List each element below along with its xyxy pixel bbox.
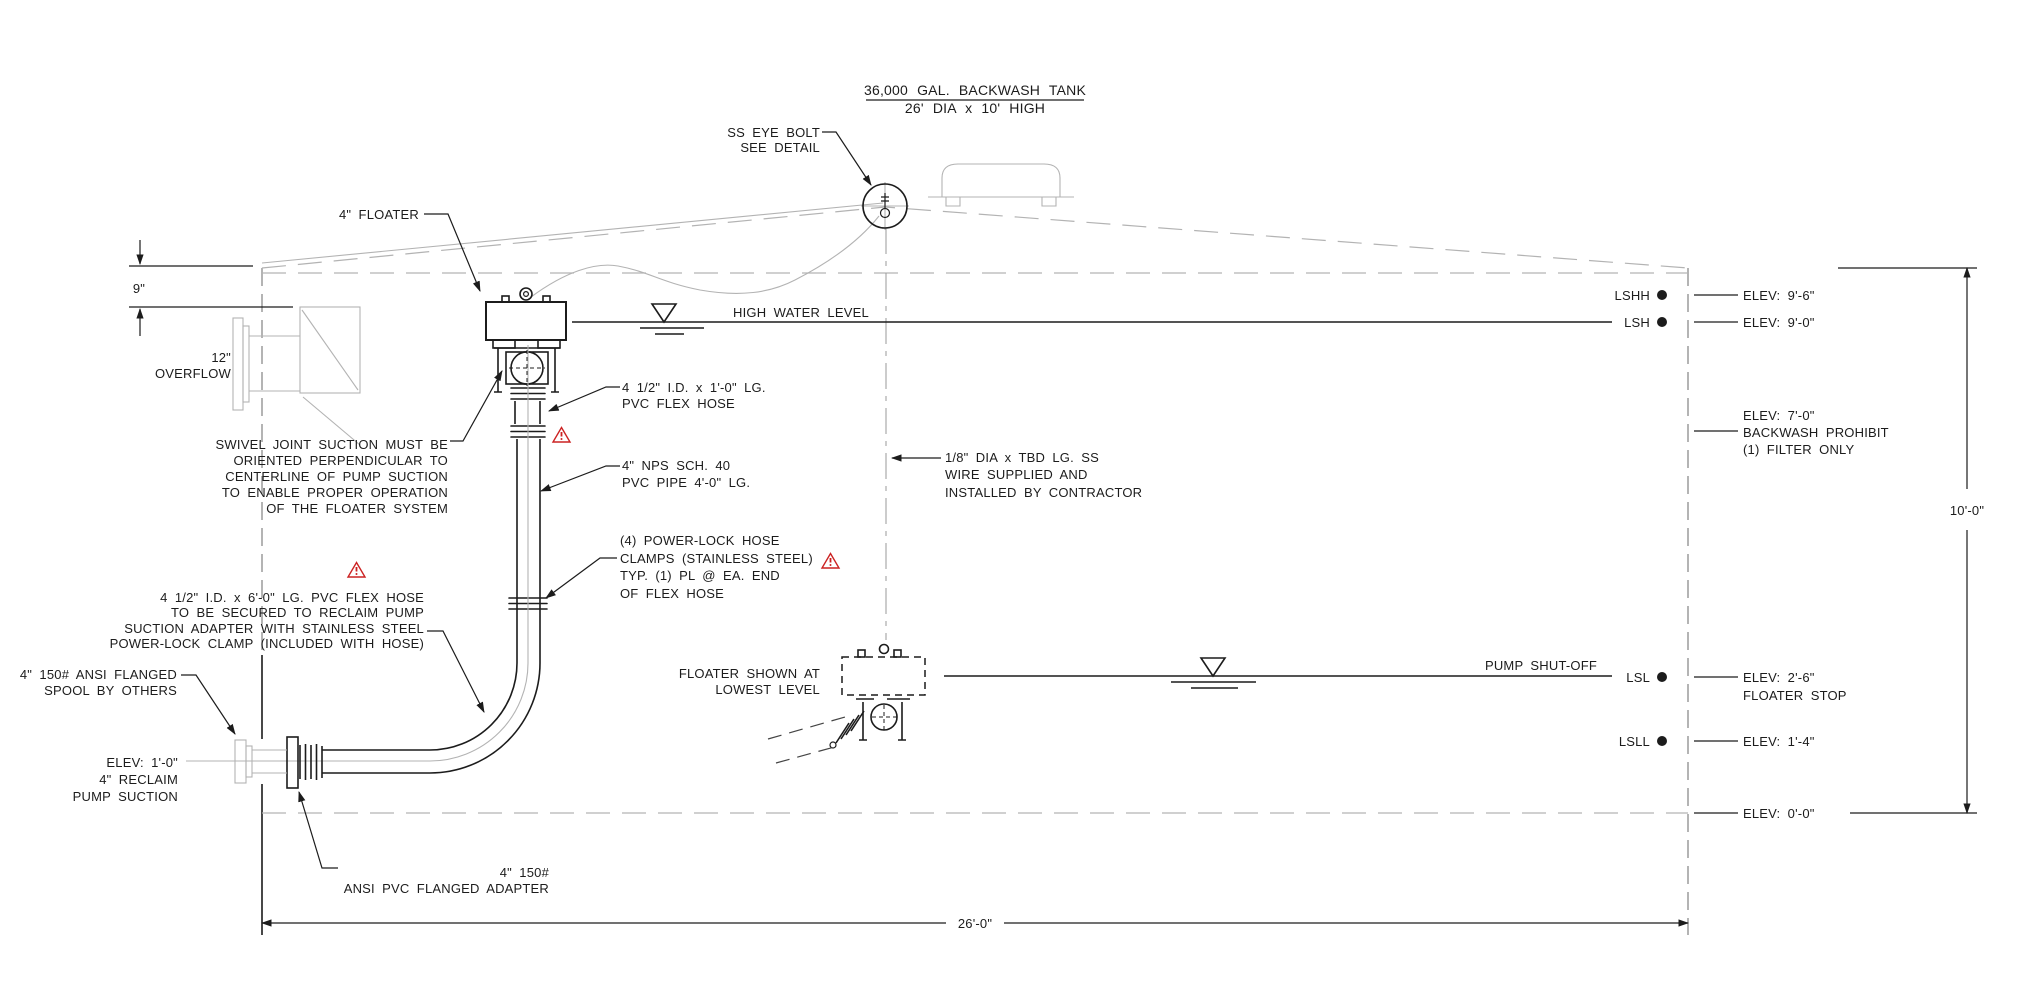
floater-body	[485, 301, 567, 341]
hose-clamps-callout-line3: TYP. (1) PL @ EA. END	[620, 568, 780, 583]
tank-roof-back-edge	[261, 202, 884, 264]
tank-roof	[261, 206, 1689, 269]
spool-callout-line1: 4" 150# ANSI FLANGED	[20, 667, 177, 682]
floater-eye-bolt-lowest-icon	[878, 643, 890, 655]
backwash-elevation: ELEV: 7'-0"	[1743, 408, 1815, 423]
floater-eye-bolt-icon	[519, 287, 533, 301]
flex-hose-long-line2: TO BE SECURED TO RECLAIM PUMP	[171, 605, 424, 620]
flex-hose-long-line3: SUCTION ADAPTER WITH STAINLESS STEEL	[124, 621, 424, 636]
slack-wire	[530, 215, 880, 298]
flex-hose-long-line4: POWER-LOCK CLAMP (INCLUDED WITH HOSE)	[110, 636, 424, 651]
ss-wire-callout-line2: WIRE SUPPLIED AND	[945, 467, 1088, 482]
lshh-switch-dot	[1657, 290, 1667, 300]
backwash-note-line2: BACKWASH PROHIBIT	[1743, 425, 1889, 440]
drawing-title: 36,000 GAL. BACKWASH TANK	[864, 82, 1087, 98]
swivel-note-line4: TO ENABLE PROPER OPERATION	[222, 485, 448, 500]
pump-suction-line3: PUMP SUCTION	[73, 789, 178, 804]
overflow-callout-line2: OVERFLOW	[155, 366, 232, 381]
hose-clamps-callout-line1: (4) POWER-LOCK HOSE	[620, 533, 780, 548]
swivel-note-line1: SWIVEL JOINT SUCTION MUST BE	[216, 437, 449, 452]
swivel-joint	[492, 339, 561, 393]
pvc-pipe-callout-line2: PVC PIPE 4'-0" LG.	[622, 475, 750, 490]
spool-callout-line2: SPOOL BY OTHERS	[44, 683, 177, 698]
drawing-subtitle: 26' DIA x 10' HIGH	[905, 100, 1045, 116]
leader-lines	[181, 131, 941, 869]
warning-icon	[820, 552, 841, 569]
water-levels	[572, 303, 1612, 689]
lsl-switch-dot	[1657, 672, 1667, 682]
lsl-tag: LSL	[1626, 670, 1650, 685]
level-schedule: LSHH ELEV: 9'-6" LSH ELEV: 9'-0" ELEV: 7…	[1615, 288, 1889, 821]
high-water-label: HIGH WATER LEVEL	[733, 305, 869, 320]
backwash-note-line3: (1) FILTER ONLY	[1743, 442, 1854, 457]
eye-bolt-callout-line2: SEE DETAIL	[740, 140, 820, 155]
flanged-spool	[234, 739, 287, 784]
flanged-adapter-line2: ANSI PVC FLANGED ADAPTER	[344, 881, 549, 896]
lshh-elevation: ELEV: 9'-6"	[1743, 288, 1815, 303]
floater-lowest-line1: FLOATER SHOWN AT	[679, 666, 820, 681]
pvc-pipe-callout-line1: 4" NPS SCH. 40	[622, 458, 730, 473]
hose-clamps-callout-line4: OF FLEX HOSE	[620, 586, 724, 601]
lsh-switch-dot	[1657, 317, 1667, 327]
tank-width-dimension: 26'-0"	[958, 916, 993, 931]
ss-wire-callout-line3: INSTALLED BY CONTRACTOR	[945, 485, 1142, 500]
warning-icons	[346, 426, 841, 578]
lsll-elevation: ELEV: 1'-4"	[1743, 734, 1815, 749]
pipe-centerline	[186, 345, 529, 762]
lsh-tag: LSH	[1624, 315, 1650, 330]
hose-adapter-lowest	[829, 710, 865, 749]
eye-bolt-icon	[861, 182, 909, 230]
lsl-note: FLOATER STOP	[1743, 688, 1847, 703]
swivel-note-line2: ORIENTED PERPENDICULAR TO	[233, 453, 448, 468]
flex-hose-short-line2: PVC FLEX HOSE	[622, 396, 735, 411]
warning-icon	[346, 561, 367, 578]
freeboard-dimension: 9"	[133, 281, 145, 296]
lsll-tag: LSLL	[1619, 734, 1650, 749]
pvc-flanged-adapter	[286, 736, 299, 789]
pump-suction-line1: ELEV: 1'-0"	[106, 755, 178, 770]
overflow-callout-line1: 12"	[211, 350, 231, 365]
flex-hose-bend	[429, 662, 541, 774]
pvc-pipe	[516, 439, 541, 663]
floater-body-lowest	[841, 656, 926, 696]
hose-clamps-callout-line2: CLAMPS (STAINLESS STEEL)	[620, 551, 813, 566]
swivel-note-line5: OF THE FLOATER SYSTEM	[266, 501, 448, 516]
tank-outline	[261, 163, 1689, 935]
floor-elevation: ELEV: 0'-0"	[1743, 806, 1815, 821]
floater-callout: 4" FLOATER	[339, 207, 419, 222]
pump-suction-line2: 4" RECLAIM	[99, 772, 178, 787]
overflow-assembly	[232, 306, 361, 446]
pump-shutoff-label: PUMP SHUT-OFF	[1485, 658, 1597, 673]
floater-assembly-upper	[186, 287, 567, 789]
horizontal-suction-pipe	[322, 749, 430, 774]
flanged-adapter-line1: 4" 150#	[500, 865, 550, 880]
flex-hose-lowest	[767, 716, 846, 764]
warning-icon	[551, 426, 572, 443]
high-water-level-icon	[640, 303, 704, 335]
labels: 36,000 GAL. BACKWASH TANK 26' DIA x 10' …	[20, 82, 1597, 896]
flex-hose-short-line1: 4 1/2" I.D. x 1'-0" LG.	[622, 380, 766, 395]
hose-adapter	[299, 744, 323, 780]
dimensions: 9" 10'-0" 26'-0"	[129, 240, 1984, 931]
floater-lowest-line2: LOWEST LEVEL	[715, 682, 820, 697]
lshh-tag: LSHH	[1615, 288, 1650, 303]
lsh-elevation: ELEV: 9'-0"	[1743, 315, 1815, 330]
swivel-note-line3: CENTERLINE OF PUMP SUCTION	[225, 469, 448, 484]
tank-height-dimension: 10'-0"	[1950, 503, 1985, 518]
ss-wire-callout-line1: 1/8" DIA x TBD LG. SS	[945, 450, 1099, 465]
floater-assembly-lowest	[767, 643, 926, 764]
eye-bolt-callout-line1: SS EYE BOLT	[727, 125, 820, 140]
low-water-level-icon	[1171, 657, 1256, 689]
lsl-elevation: ELEV: 2'-6"	[1743, 670, 1815, 685]
flex-hose-short	[514, 401, 541, 424]
lsll-switch-dot	[1657, 736, 1667, 746]
roof-hatch-icon	[928, 163, 1074, 207]
flex-hose-long-line1: 4 1/2" I.D. x 6'-0" LG. PVC FLEX HOSE	[160, 590, 424, 605]
